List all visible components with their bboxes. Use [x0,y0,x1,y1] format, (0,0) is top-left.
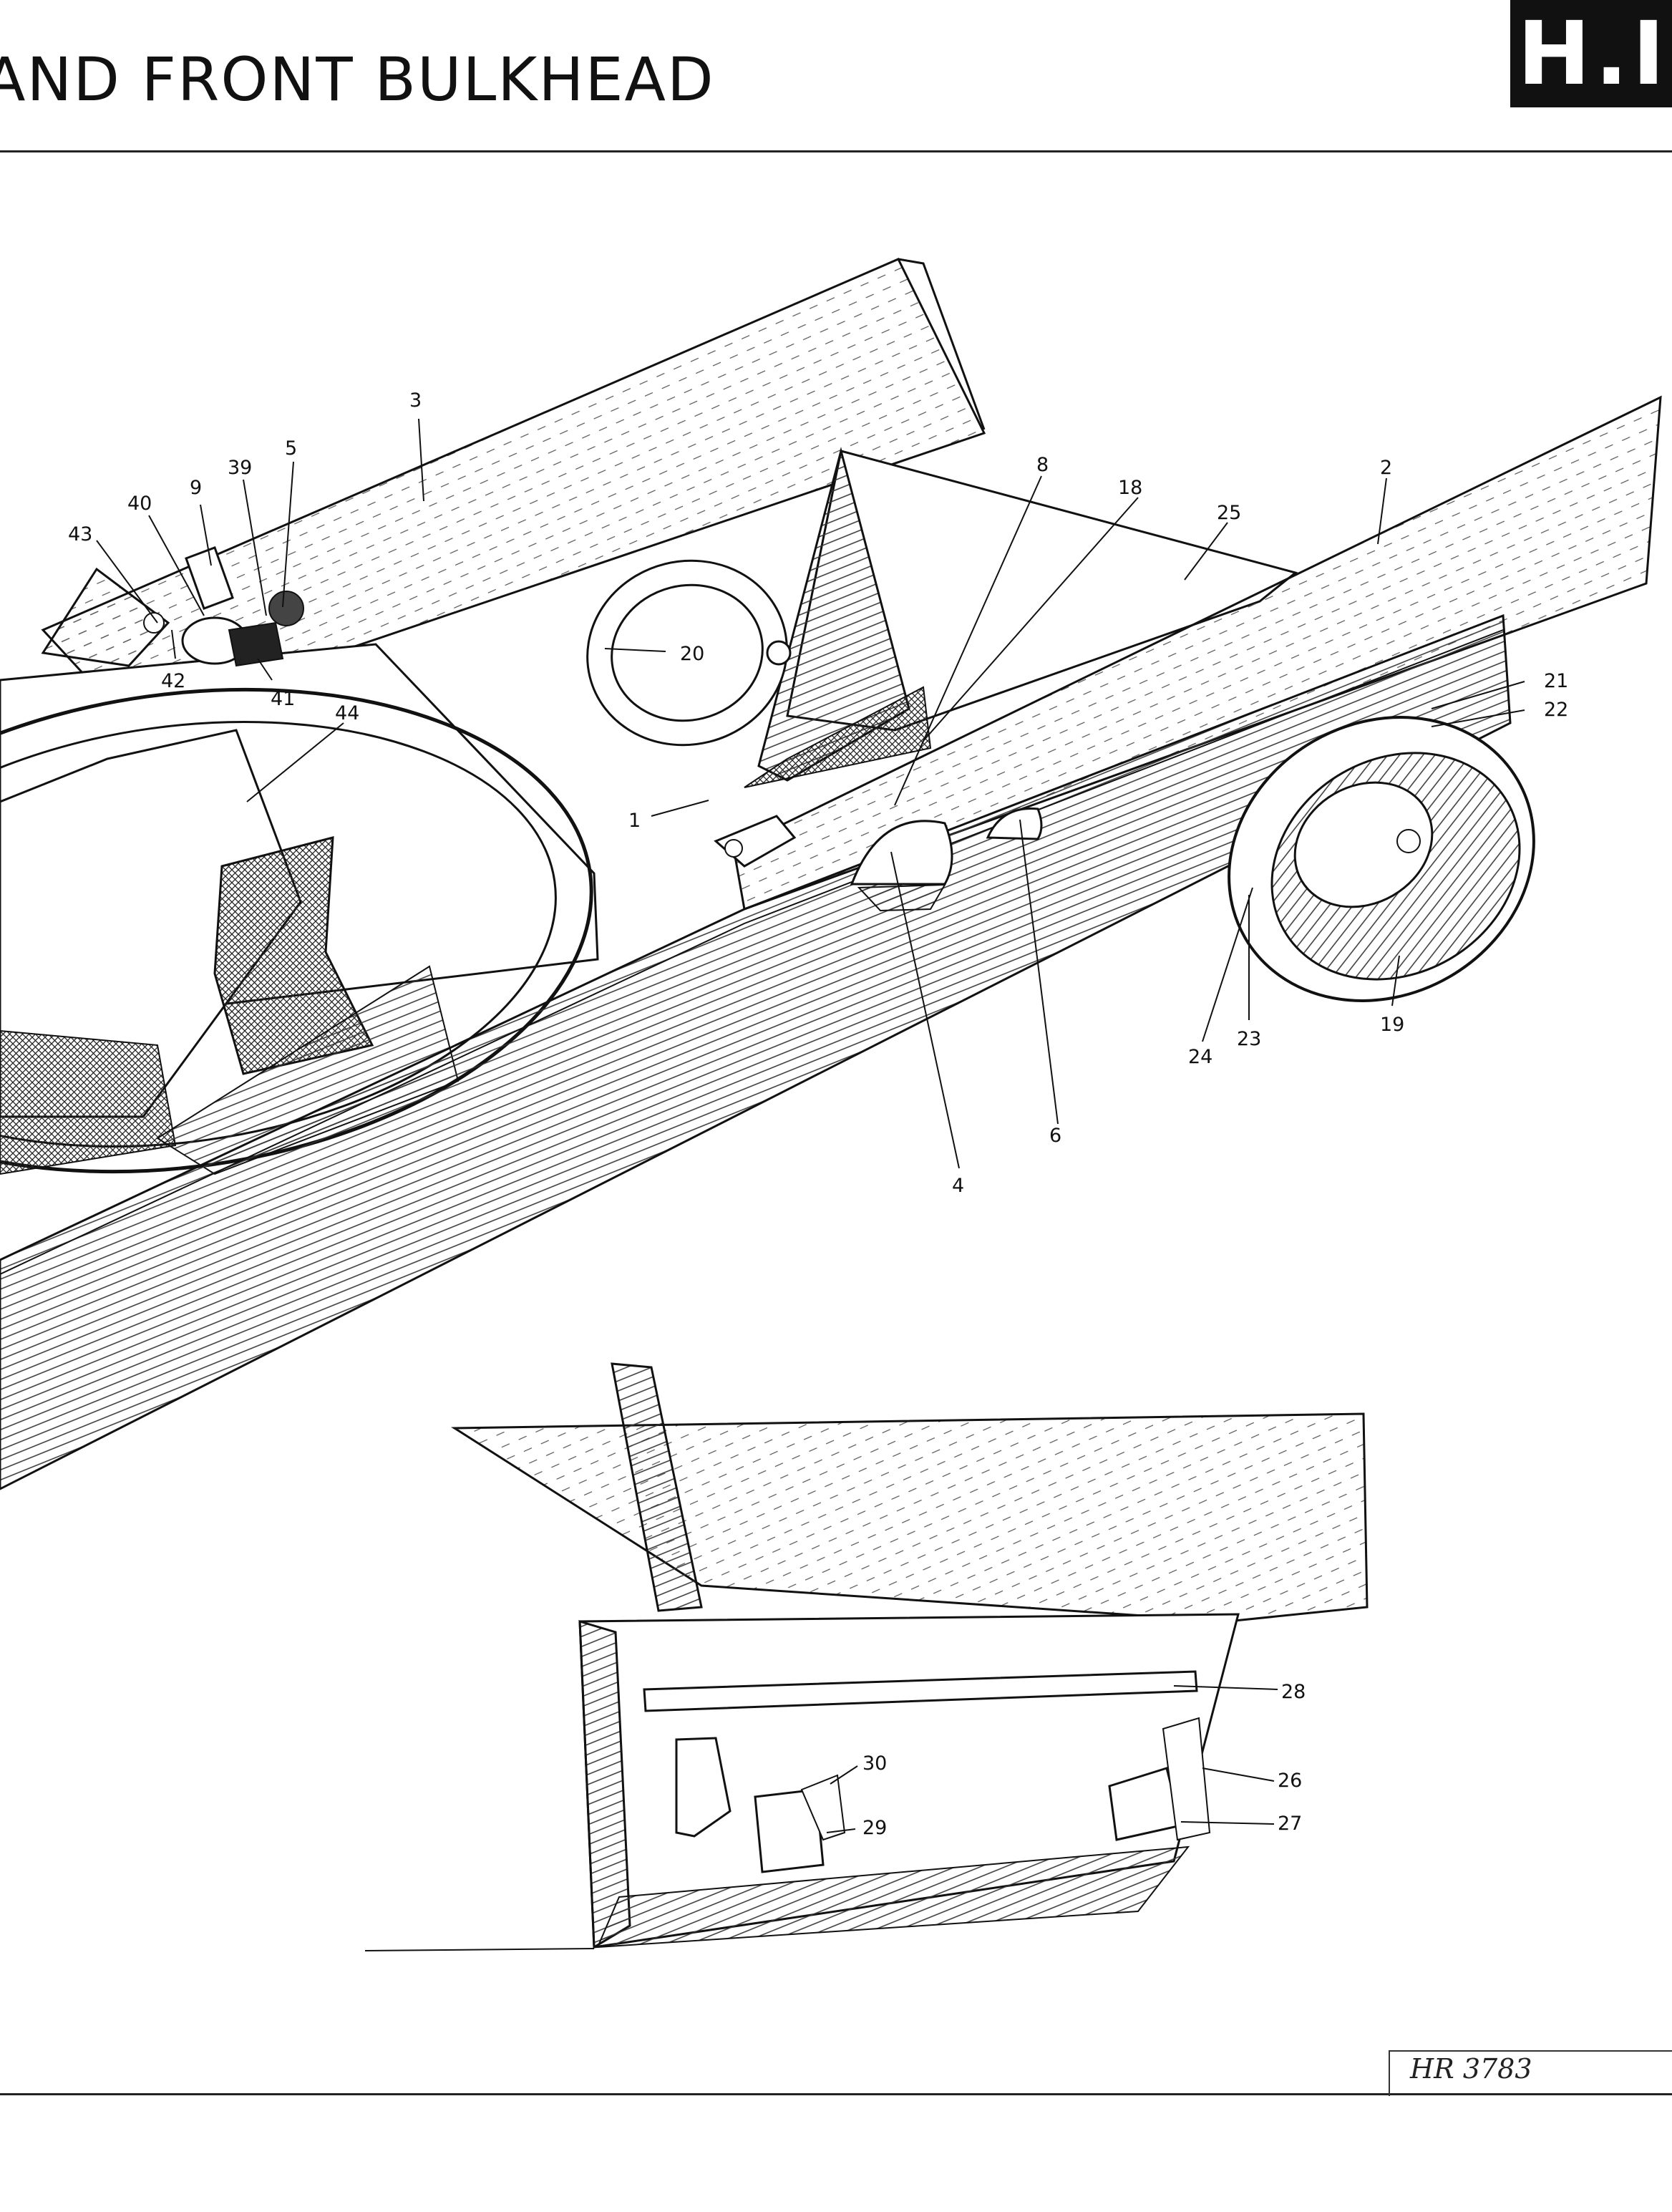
box-panel-25 [744,447,1298,788]
side-panel-2 [732,395,1662,911]
callout-27: 27 [1278,1813,1302,1835]
bracket-1 [714,815,797,868]
main-sill-panel [0,613,1512,1490]
drawing-ref-number: HR 3783 [1410,2053,1532,2085]
left-bracket [41,567,170,667]
oval-aperture-19 [1228,716,1535,1002]
front-bulkhead-inset [364,1362,1369,1951]
header-rule [0,150,1672,152]
callout-3: 3 [409,389,422,412]
callout-8: 8 [1036,454,1049,476]
callout-24: 24 [1188,1046,1212,1068]
hinge-assembly [143,546,304,667]
pressing-4 [850,820,953,912]
page-title: AND FRONT BULKHEAD [0,44,715,115]
callout-18: 18 [1118,477,1142,499]
leader-lines [96,418,1525,1833]
callout-40: 40 [127,493,152,515]
callout-6: 6 [1049,1125,1061,1147]
pressing-6 [986,807,1043,840]
blanking-plate-20 [586,559,792,747]
callout-5: 5 [285,437,297,460]
floor-ring-44 [0,643,599,1175]
callout-26: 26 [1278,1770,1302,1792]
footer-rule [0,2093,1672,2095]
callout-28: 28 [1281,1681,1306,1703]
callout-2: 2 [1380,457,1392,479]
callout-23: 23 [1237,1028,1261,1050]
callout-19: 19 [1380,1014,1404,1036]
callout-labels: 3 5 39 9 40 43 42 41 44 20 8 18 25 2 21 … [68,389,1568,1839]
callout-22: 22 [1544,699,1568,721]
callout-39: 39 [228,457,252,479]
callout-20: 20 [680,643,704,665]
callout-4: 4 [952,1175,964,1197]
callout-1: 1 [628,810,641,832]
callout-41: 41 [271,688,295,710]
callout-21: 21 [1544,670,1568,692]
callout-30: 30 [862,1752,887,1775]
callout-42: 42 [161,670,185,692]
callout-44: 44 [335,702,359,724]
callout-29: 29 [862,1817,887,1839]
drawing-ref-box [1389,2050,1672,2096]
section-badge: H.I [1510,0,1672,107]
callout-9: 9 [190,477,202,499]
callout-43: 43 [68,523,92,545]
callout-25: 25 [1217,502,1241,524]
